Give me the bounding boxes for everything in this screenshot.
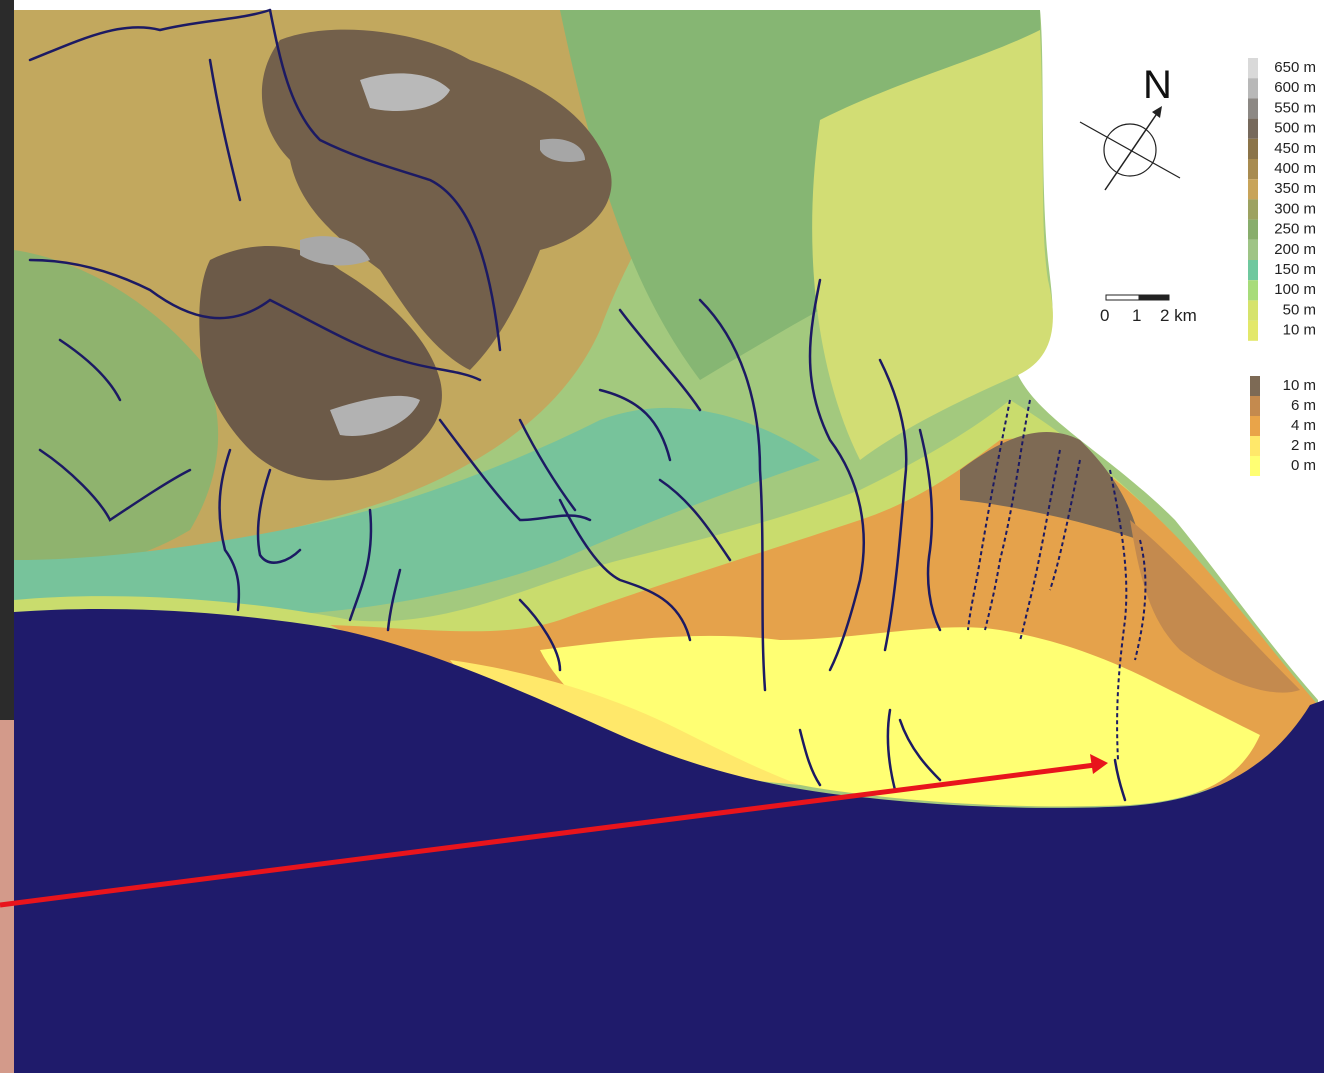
coastal-yellow-west <box>450 660 800 785</box>
legend-coastal-item-label: 4 m <box>1291 417 1316 434</box>
legend-land-item-label: 350 m <box>1274 180 1316 197</box>
legend-land-item-swatch <box>1248 320 1258 341</box>
land-teal-band <box>14 407 820 617</box>
legend-land-item-swatch <box>1248 138 1258 159</box>
legend-land-item-label: 400 m <box>1274 160 1316 177</box>
legend-land-item-label: 550 m <box>1274 99 1316 116</box>
legend-land-item-label: 650 m <box>1274 59 1316 76</box>
river-network <box>28 8 1127 802</box>
legend-coastal-item-label: 0 m <box>1291 457 1316 474</box>
legend-land-item-label: 450 m <box>1274 140 1316 157</box>
scale-tick-0: 0 <box>1100 306 1109 325</box>
legend-coastal-item-label: 10 m <box>1283 377 1316 394</box>
river-dashed-network <box>967 399 1147 761</box>
legend-land-item-label: 50 m <box>1283 301 1316 318</box>
legend-land-item-label: 150 m <box>1274 261 1316 278</box>
mountain-grey-peak-1 <box>360 73 450 111</box>
legend-land-item-label: 100 m <box>1274 281 1316 298</box>
legend-coastal-item-swatch <box>1250 376 1260 396</box>
legend-land-item-label: 500 m <box>1274 120 1316 137</box>
legend-land-item-label: 200 m <box>1274 241 1316 258</box>
compass-needle-head <box>1152 106 1162 118</box>
legend-land-item-swatch <box>1248 239 1258 260</box>
legend-land-item-swatch <box>1248 280 1258 301</box>
scale-tick-1: 1 <box>1132 306 1141 325</box>
scale-segment-1 <box>1105 294 1140 301</box>
scale-bar: 0 1 2 km <box>1100 294 1197 325</box>
mountain-grey-peak-3 <box>300 236 370 266</box>
legend-land-item-swatch <box>1248 300 1258 321</box>
legend-land-item-swatch <box>1248 98 1258 119</box>
scan-edge-pink <box>0 720 18 1073</box>
legend-land-item-label: 300 m <box>1274 200 1316 217</box>
legend-land-item-label: 600 m <box>1274 79 1316 96</box>
legend-land-item-swatch <box>1248 219 1258 240</box>
compass-circle <box>1103 123 1157 177</box>
legend-land-item-swatch <box>1248 159 1258 180</box>
mountain-grey-peak-4 <box>540 138 585 162</box>
legend-coastal-item-swatch <box>1250 416 1260 436</box>
legend-coastal-item-swatch <box>1250 396 1260 416</box>
legend-coastal-elevation: 10 m 6 m 4 m 2 m 0 m <box>1250 376 1316 476</box>
coastal-dark-brown <box>960 431 1140 540</box>
legend-coastal-item-label: 2 m <box>1291 437 1316 454</box>
legend-coastal-item-label: 6 m <box>1291 397 1316 414</box>
legend-land-item-swatch <box>1248 118 1258 139</box>
north-label: N <box>1143 63 1172 107</box>
legend-coastal-item-swatch <box>1250 436 1260 456</box>
scale-segment-2 <box>1138 294 1170 301</box>
land-east-lowland <box>812 30 1053 460</box>
legend-coastal-item-swatch <box>1250 456 1260 476</box>
sea <box>14 608 1324 1073</box>
legend-land-item-swatch <box>1248 78 1258 99</box>
scan-edge-strip <box>0 0 14 720</box>
coastal-brown-east <box>1130 520 1300 693</box>
legend-land-item-swatch <box>1248 58 1258 79</box>
north-arrow: N <box>1079 63 1181 191</box>
mountain-north <box>261 29 612 370</box>
legend-land-item-swatch <box>1248 179 1258 200</box>
legend-land-item-swatch <box>1248 199 1258 220</box>
legend-land-item-label: 10 m <box>1283 322 1316 339</box>
legend-land-item-label: 250 m <box>1274 221 1316 238</box>
mountain-grey-peak-2 <box>330 395 420 436</box>
arrow-head <box>1090 754 1108 774</box>
legend-land-item-swatch <box>1248 260 1258 281</box>
annotation-arrow <box>0 754 1108 908</box>
scale-tick-2: 2 km <box>1160 306 1197 325</box>
legend-land-elevation: 650 m 600 m 550 m 500 m 450 m 400 m 350 m 300 m… <box>1248 58 1316 341</box>
compass-cross <box>1079 121 1181 179</box>
land-west-green <box>14 250 219 575</box>
